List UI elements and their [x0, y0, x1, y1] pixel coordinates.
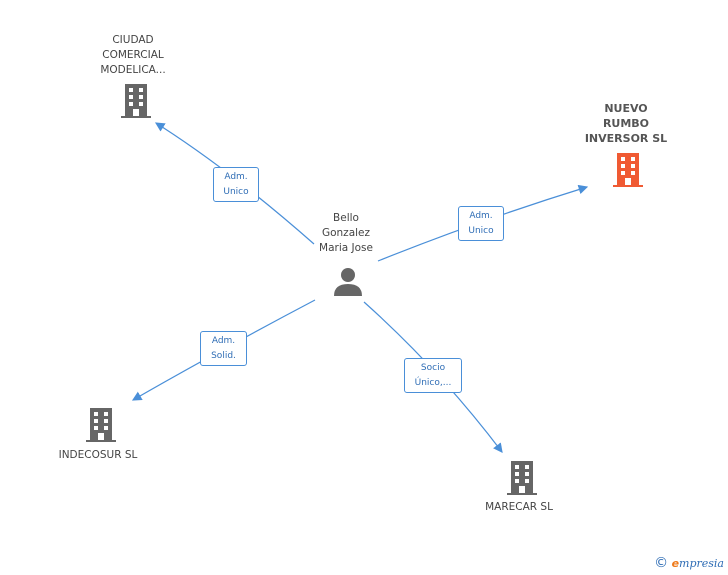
copyright-icon: ©	[654, 555, 669, 571]
building-icon[interactable]	[507, 461, 537, 495]
person-name[interactable]: Bello Gonzalez Maria Jose	[319, 212, 373, 254]
person-icon[interactable]	[333, 267, 363, 296]
brand-footer[interactable]: © empresia	[654, 555, 724, 571]
role-label-ciudad[interactable]: Adm. Unico	[213, 167, 259, 202]
brand-name: mpresia	[679, 557, 724, 570]
role-label-marecar[interactable]: Socio Único,...	[404, 358, 462, 393]
building-icon[interactable]	[613, 153, 643, 187]
company-name-ciudad[interactable]: CIUDAD COMERCIAL MODELICA...	[100, 34, 166, 76]
building-icon[interactable]	[86, 408, 116, 442]
role-label-indecosur[interactable]: Adm. Solid.	[200, 331, 247, 366]
company-name-indecosur[interactable]: INDECOSUR SL	[58, 449, 138, 461]
company-name-nuevo[interactable]: NUEVO RUMBO INVERSOR SL	[584, 102, 668, 145]
building-icon[interactable]	[121, 84, 151, 118]
brand-initial: e	[671, 557, 680, 570]
company-name-marecar[interactable]: MARECAR SL	[485, 501, 553, 513]
role-label-nuevo[interactable]: Adm. Unico	[458, 206, 504, 241]
